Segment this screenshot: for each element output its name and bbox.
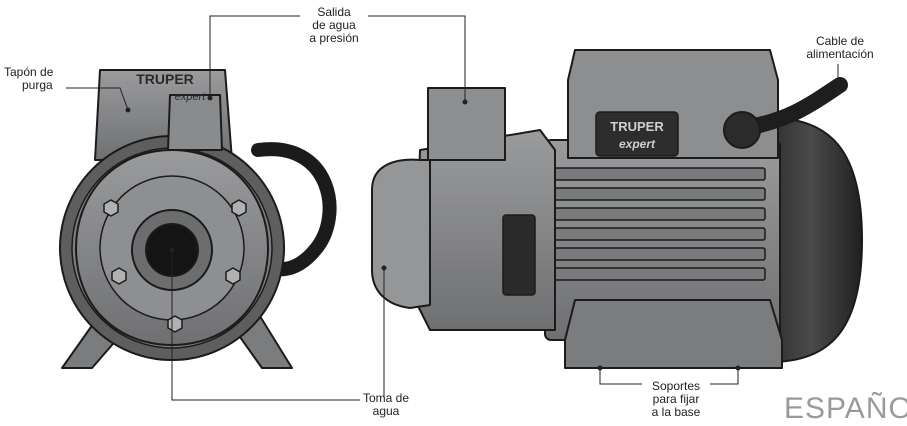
front-cable (251, 142, 337, 277)
callout-line-salida-front (209, 15, 300, 98)
front-brand-text: TRUPER (136, 71, 194, 87)
front-view-pump: TRUPER expert (59, 69, 337, 369)
outlet-pipe (427, 87, 506, 161)
motor-end-cap (759, 117, 863, 363)
callout-lines (66, 15, 841, 401)
callout-line-salida-side (368, 15, 466, 102)
side-base-feet (564, 299, 783, 369)
callout-line-soportes (599, 368, 642, 385)
label-cable-de-alimentacion: Cable de alimentación (806, 34, 874, 61)
label-salida-de-agua: Salida de agua a presión (309, 5, 359, 45)
footer-language-label: ESPAÑOL (784, 392, 907, 425)
label-toma-de-agua: Toma de agua (362, 391, 410, 418)
front-model-text: expert (175, 91, 207, 103)
motor-fins (554, 167, 766, 281)
callout-line-toma-front (171, 250, 360, 401)
label-soportes: Soportes para fijar a la base (651, 379, 701, 419)
side-view-pump: TRUPER expert (371, 49, 863, 369)
callout-line-tapon (66, 87, 129, 111)
side-model-text: expert (619, 137, 656, 151)
side-brand-text: TRUPER (610, 119, 664, 134)
side-brand-plate (595, 111, 679, 157)
label-tapon-de-purga: Tapón de purga (4, 65, 54, 92)
inlet-nozzle (371, 158, 431, 309)
cable-gland (723, 111, 761, 149)
